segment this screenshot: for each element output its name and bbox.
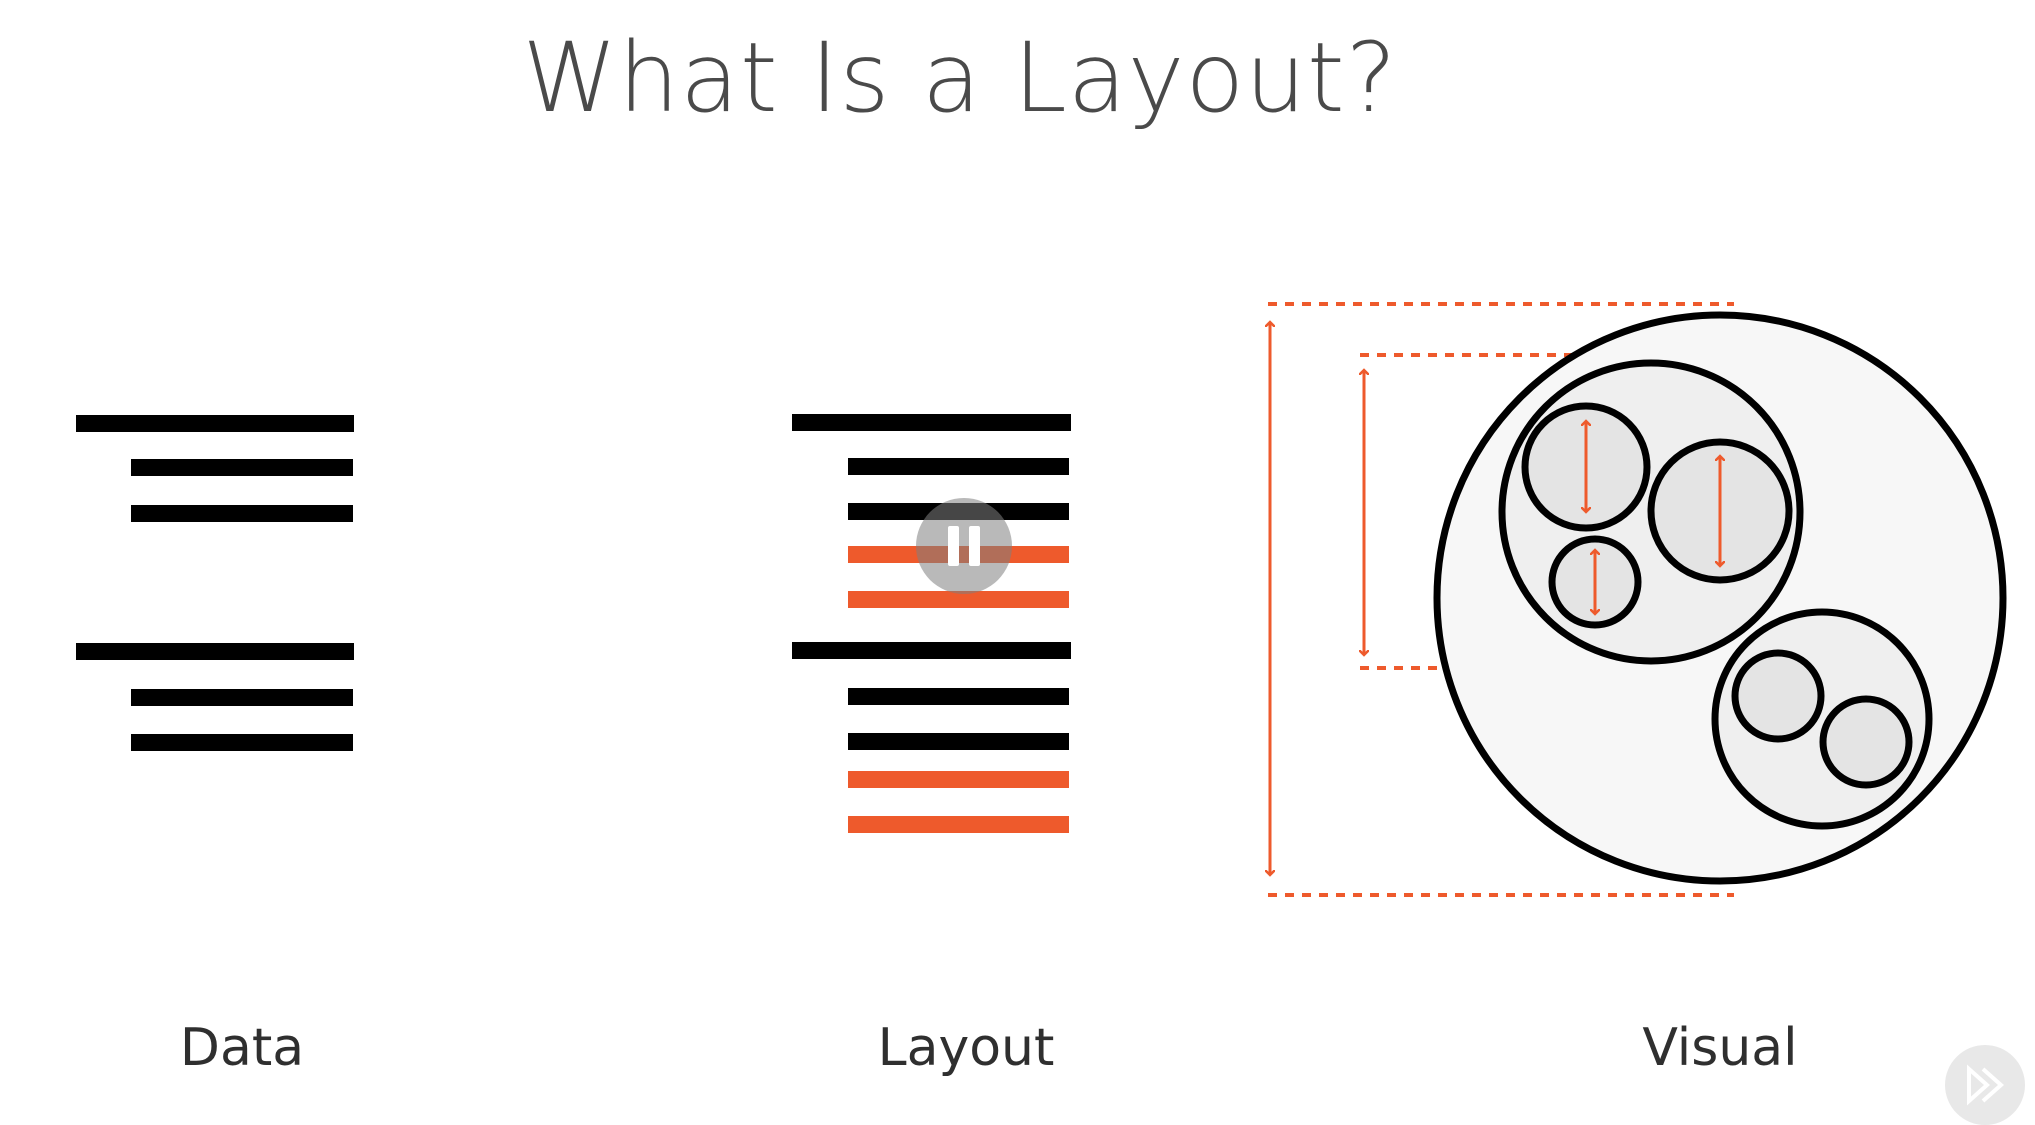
pause-icon — [948, 526, 959, 566]
visual-illustration — [1268, 302, 2007, 897]
data-line-child — [131, 689, 353, 706]
next-slide-button[interactable] — [1945, 1045, 2025, 1125]
layout-line-highlight — [848, 771, 1069, 788]
layout-illustration — [792, 414, 1071, 833]
data-line-parent — [76, 415, 354, 432]
layout-line-highlight — [848, 816, 1069, 833]
pause-button[interactable] — [916, 498, 1012, 594]
data-line-parent — [76, 643, 354, 660]
label-visual: Visual — [1642, 1018, 1798, 1078]
label-data: Data — [179, 1018, 305, 1078]
slide: What Is a Layout? — [76, 22, 2025, 1125]
leaf-circle — [1819, 695, 1913, 789]
data-line-child — [131, 459, 353, 476]
layout-line-parent — [792, 642, 1071, 659]
layout-line-child — [848, 733, 1069, 750]
layout-line-child — [848, 688, 1069, 705]
layout-line-child — [848, 458, 1069, 475]
slide-title: What Is a Layout? — [522, 22, 1398, 134]
diagram-canvas — [76, 302, 2007, 897]
data-line-child — [131, 505, 353, 522]
pause-icon — [969, 526, 980, 566]
data-line-child — [131, 734, 353, 751]
play-forward-icon — [1967, 1064, 2005, 1106]
layout-line-highlight — [848, 591, 1069, 608]
data-illustration — [76, 415, 354, 751]
leaf-circle — [1731, 649, 1825, 743]
dimension-arrows — [1270, 322, 1720, 875]
label-layout: Layout — [877, 1018, 1055, 1078]
layout-line-parent — [792, 414, 1071, 431]
